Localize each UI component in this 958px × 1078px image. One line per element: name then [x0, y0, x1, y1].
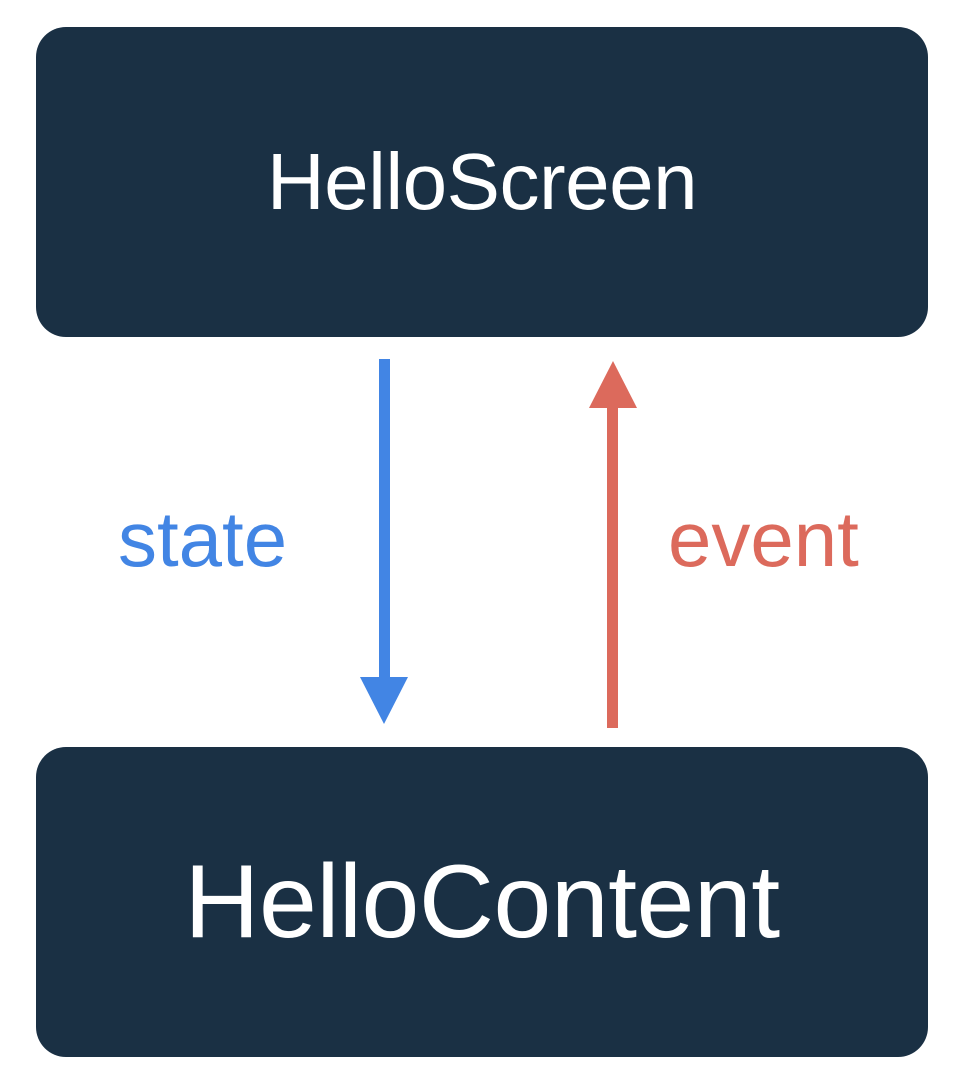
state-arrow-shaft [379, 359, 390, 679]
node-hello-content-label: HelloContent [184, 844, 780, 960]
event-arrow-shaft [607, 406, 618, 728]
state-arrow-down [360, 359, 408, 724]
state-arrow-head-icon [360, 677, 408, 724]
edge-label-event: event [668, 495, 859, 583]
node-hello-screen-label: HelloScreen [266, 137, 698, 226]
edge-label-state: state [118, 495, 288, 583]
node-hello-screen[interactable]: HelloScreen [36, 27, 928, 337]
event-arrow-head-icon [589, 361, 637, 408]
node-hello-content[interactable]: HelloContent [36, 747, 928, 1057]
event-arrow-up [589, 361, 637, 728]
